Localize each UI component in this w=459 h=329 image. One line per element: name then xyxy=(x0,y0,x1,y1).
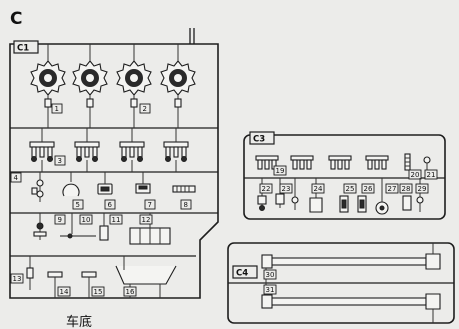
part-7-shape xyxy=(135,172,151,194)
part-11-label: 11 xyxy=(112,216,121,224)
c1-tag-box xyxy=(13,40,39,54)
part-30-label: 30 xyxy=(266,271,275,279)
part-8-label: 8 xyxy=(184,201,188,209)
part-12-label: 12 xyxy=(142,216,151,224)
sprocket-wheel-1 xyxy=(30,60,66,96)
part-31-label: 31 xyxy=(266,286,275,294)
c3-lower-parts xyxy=(257,178,424,215)
part-20-label: 20 xyxy=(411,171,420,179)
c3-tag: C3 xyxy=(253,135,265,145)
part-26-label: 26 xyxy=(364,185,373,193)
part-29-label: 29 xyxy=(418,185,427,193)
part-11-shape xyxy=(99,213,109,241)
c4-tag: C4 xyxy=(236,269,248,279)
part-6-label: 6 xyxy=(108,201,113,209)
part-8-shape xyxy=(172,185,196,193)
part-24-label: 24 xyxy=(314,185,323,193)
part-19-label: 19 xyxy=(276,167,285,175)
part-22-label: 22 xyxy=(262,185,271,193)
sprocket-wheel-2 xyxy=(72,60,108,96)
part-23-label: 23 xyxy=(282,185,291,193)
part-6-shape xyxy=(97,172,113,195)
c3-arms xyxy=(255,153,431,172)
c1-frame xyxy=(9,43,219,299)
part-10-shape xyxy=(60,213,96,239)
sprue-letter: C xyxy=(10,9,22,29)
part-9-shape xyxy=(33,213,47,240)
part-5-shape xyxy=(62,172,80,197)
c3-frame xyxy=(243,134,446,220)
sprocket-wheel-4 xyxy=(160,60,196,96)
part-4-label: 4 xyxy=(14,174,19,182)
part-2-label: 2 xyxy=(143,105,147,113)
part-15-label: 15 xyxy=(94,288,103,296)
sprue-caption: 车底 xyxy=(66,314,92,329)
part-13-shape xyxy=(26,256,34,290)
part-5-label: 5 xyxy=(76,201,80,209)
part-13-label: 13 xyxy=(13,275,22,283)
part-14-label: 14 xyxy=(60,288,69,296)
part-4-shape xyxy=(31,172,44,202)
part-3-label: 3 xyxy=(58,157,62,165)
part-14-shape xyxy=(47,271,63,298)
part-25-label: 25 xyxy=(346,185,355,193)
part-16-label: 16 xyxy=(126,288,135,296)
sprocket-wheel-3 xyxy=(116,60,152,96)
part-10-label: 10 xyxy=(82,216,91,224)
part-9-label: 9 xyxy=(58,216,62,224)
c1-tag: C1 xyxy=(17,44,29,54)
sprocket-wheels xyxy=(30,44,196,128)
suspension-arms xyxy=(29,128,189,172)
part-1-label: 1 xyxy=(55,105,59,113)
part-28-label: 28 xyxy=(402,185,411,193)
part-15-shape xyxy=(81,271,97,298)
part-27-label: 27 xyxy=(388,185,397,193)
part-7-label: 7 xyxy=(148,201,152,209)
part-21-label: 21 xyxy=(427,171,436,179)
c4-axles xyxy=(261,243,441,323)
